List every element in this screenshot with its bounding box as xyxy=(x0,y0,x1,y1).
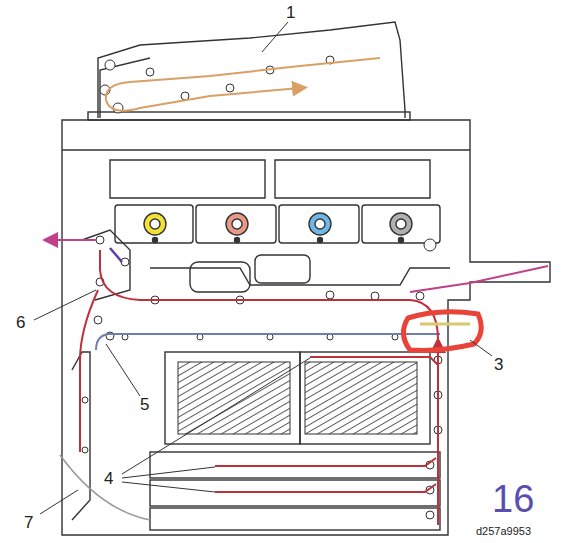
rollers xyxy=(82,56,442,519)
paper-stack-hatching xyxy=(178,362,417,434)
highlight-circle xyxy=(403,312,481,351)
machine-outline xyxy=(62,22,550,535)
page-number: 16 xyxy=(492,480,534,518)
callout-number: 6 xyxy=(16,314,25,331)
callout-number: 5 xyxy=(140,396,149,413)
paper-feed-path xyxy=(80,250,438,525)
leader-lines xyxy=(34,22,492,514)
bypass-path xyxy=(410,266,548,292)
original-path xyxy=(106,58,380,111)
duplex-path xyxy=(96,334,440,350)
callout-number: 4 xyxy=(104,470,113,487)
callout-number: 1 xyxy=(286,4,295,21)
exit-gate xyxy=(110,248,122,262)
toner-drums xyxy=(144,213,412,243)
callout-number: 7 xyxy=(24,514,33,531)
sensor-part xyxy=(420,323,470,326)
figure-code: d257a9953 xyxy=(476,526,531,537)
exit-arrow xyxy=(50,239,96,241)
callout-number: 3 xyxy=(494,356,503,373)
